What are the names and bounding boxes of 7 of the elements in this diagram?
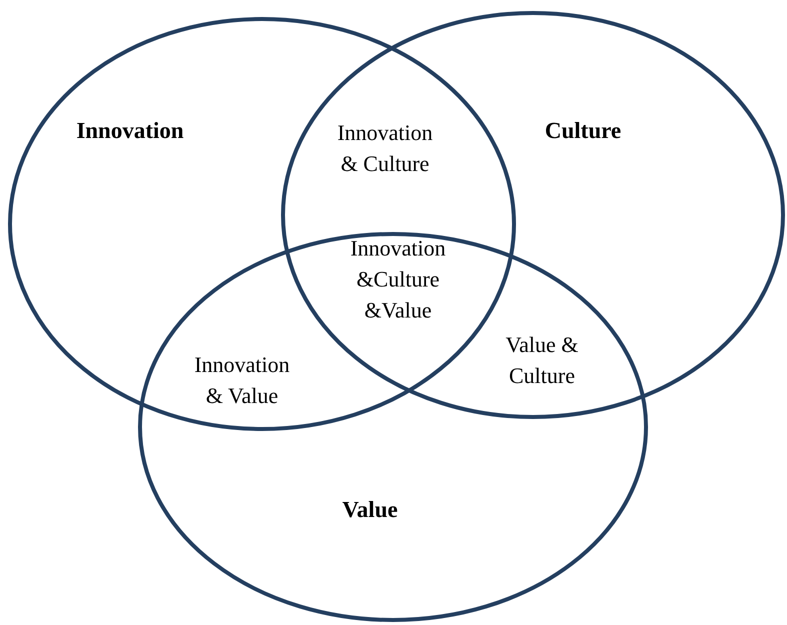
intersection-label: Value & Culture	[504, 331, 580, 390]
intersection-label: Innovation & Value	[193, 351, 291, 410]
set-label: Culture	[544, 118, 622, 144]
intersection-label: Innovation & Culture	[336, 119, 434, 178]
intersection-label: Innovation &Culture &Value	[349, 234, 447, 324]
set-label: Value	[342, 497, 398, 523]
set-label: Innovation	[76, 118, 184, 144]
